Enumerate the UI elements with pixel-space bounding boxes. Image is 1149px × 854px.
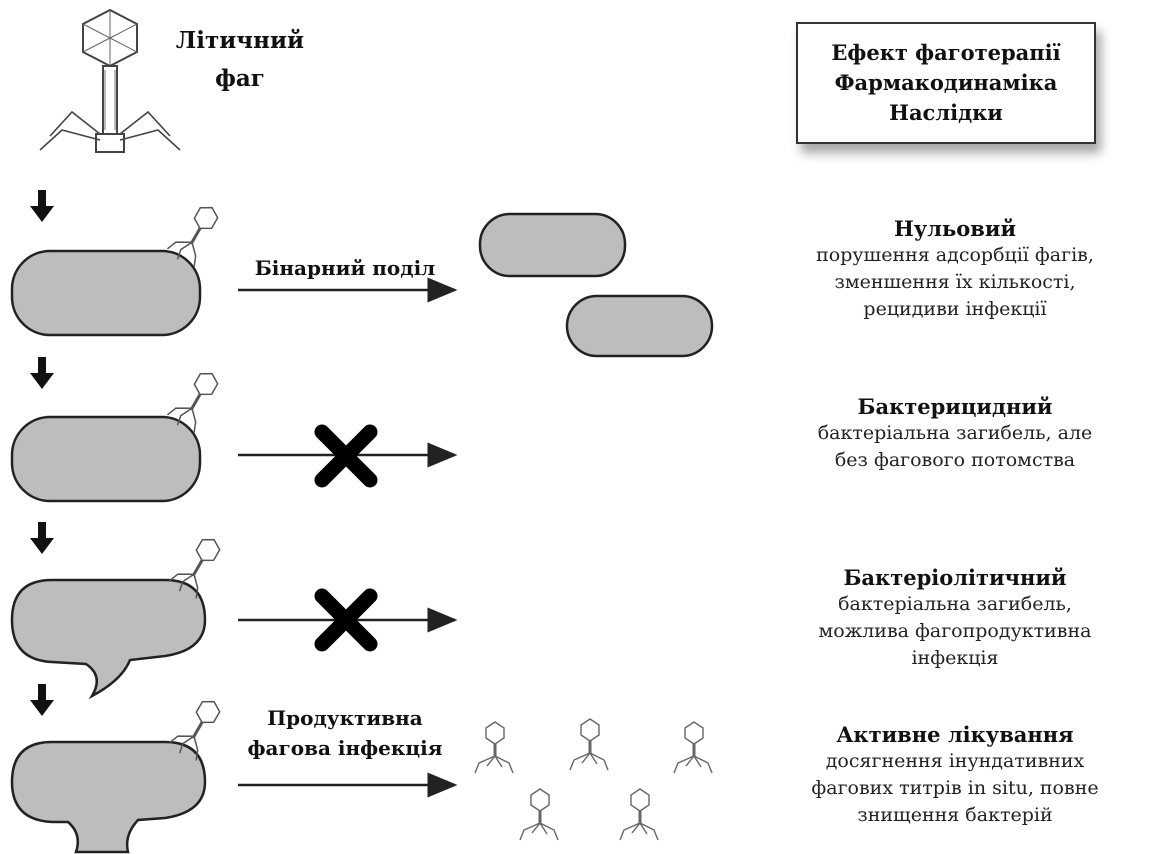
- lysing-bacterium-cell: [10, 578, 207, 700]
- progeny-phage-icon: [568, 717, 610, 772]
- outcome-desc-line: рецидиви інфекції: [863, 298, 1047, 320]
- outcome-desc-line: зменшення їх кількості,: [834, 271, 1076, 293]
- progeny-phage-icon: [518, 787, 560, 842]
- title-box: Ефект фаготерапії Фармакодинаміка Наслід…: [796, 22, 1096, 144]
- title-line: Ефект фаготерапії: [831, 40, 1061, 65]
- outcome-desc-line: бактеріальна загибель, але: [817, 422, 1093, 444]
- lytic-phage-label: Літичний фаг: [175, 27, 305, 92]
- title-line: Наслідки: [889, 100, 1003, 125]
- binary-division-label: Бінарний поділ: [254, 256, 436, 280]
- outcome-null: Нульовий порушення адсорбції фагів, змен…: [770, 215, 1140, 323]
- burst-bacterium-cell: [10, 740, 207, 854]
- outcome-active-treatment: Активне лікування досягнення інундативни…: [770, 721, 1140, 829]
- outcome-bacteriolytic: Бактеріолітичний бактеріальна загибель, …: [770, 564, 1140, 672]
- outcome-heading: Бактеріолітичний: [843, 565, 1067, 590]
- down-arrow-icon: [30, 357, 54, 389]
- progeny-phage-icon: [618, 787, 660, 842]
- daughter-cell: [565, 294, 714, 358]
- down-arrow-icon: [30, 522, 54, 554]
- title-line: Фармакодинаміка: [834, 70, 1058, 95]
- cross-icon: [314, 588, 378, 652]
- lytic-phage-icon: [39, 8, 181, 153]
- cross-icon: [314, 424, 378, 488]
- progeny-phage-icon: [672, 720, 714, 775]
- outcome-heading: Нульовий: [893, 216, 1017, 241]
- outcome-desc-line: інфекція: [911, 647, 999, 669]
- outcome-desc-line: бактеріальна загибель,: [838, 593, 1072, 615]
- outcome-desc-line: можлива фагопродуктивна: [818, 620, 1092, 642]
- outcome-bactericidal: Бактерицидний бактеріальна загибель, але…: [770, 393, 1140, 474]
- outcome-desc-line: досягнення інундативних: [825, 750, 1085, 772]
- bacterium-cell: [10, 415, 202, 503]
- down-arrow-icon: [30, 190, 54, 222]
- outcome-desc-line: знищення бактерій: [857, 804, 1053, 826]
- outcome-desc-line: фагових титрів in situ, повне: [811, 777, 1099, 799]
- outcome-heading: Бактерицидний: [857, 394, 1053, 419]
- productive-infection-label: Продуктивна фагова інфекція: [247, 706, 443, 760]
- outcome-desc-line: порушення адсорбції фагів,: [816, 244, 1094, 266]
- daughter-cell: [478, 212, 627, 278]
- down-arrow-icon: [30, 684, 54, 716]
- bacterium-cell: [10, 249, 202, 337]
- outcome-heading: Активне лікування: [836, 722, 1074, 747]
- progeny-phage-icon: [473, 720, 515, 775]
- outcome-desc-line: без фагового потомства: [834, 449, 1076, 471]
